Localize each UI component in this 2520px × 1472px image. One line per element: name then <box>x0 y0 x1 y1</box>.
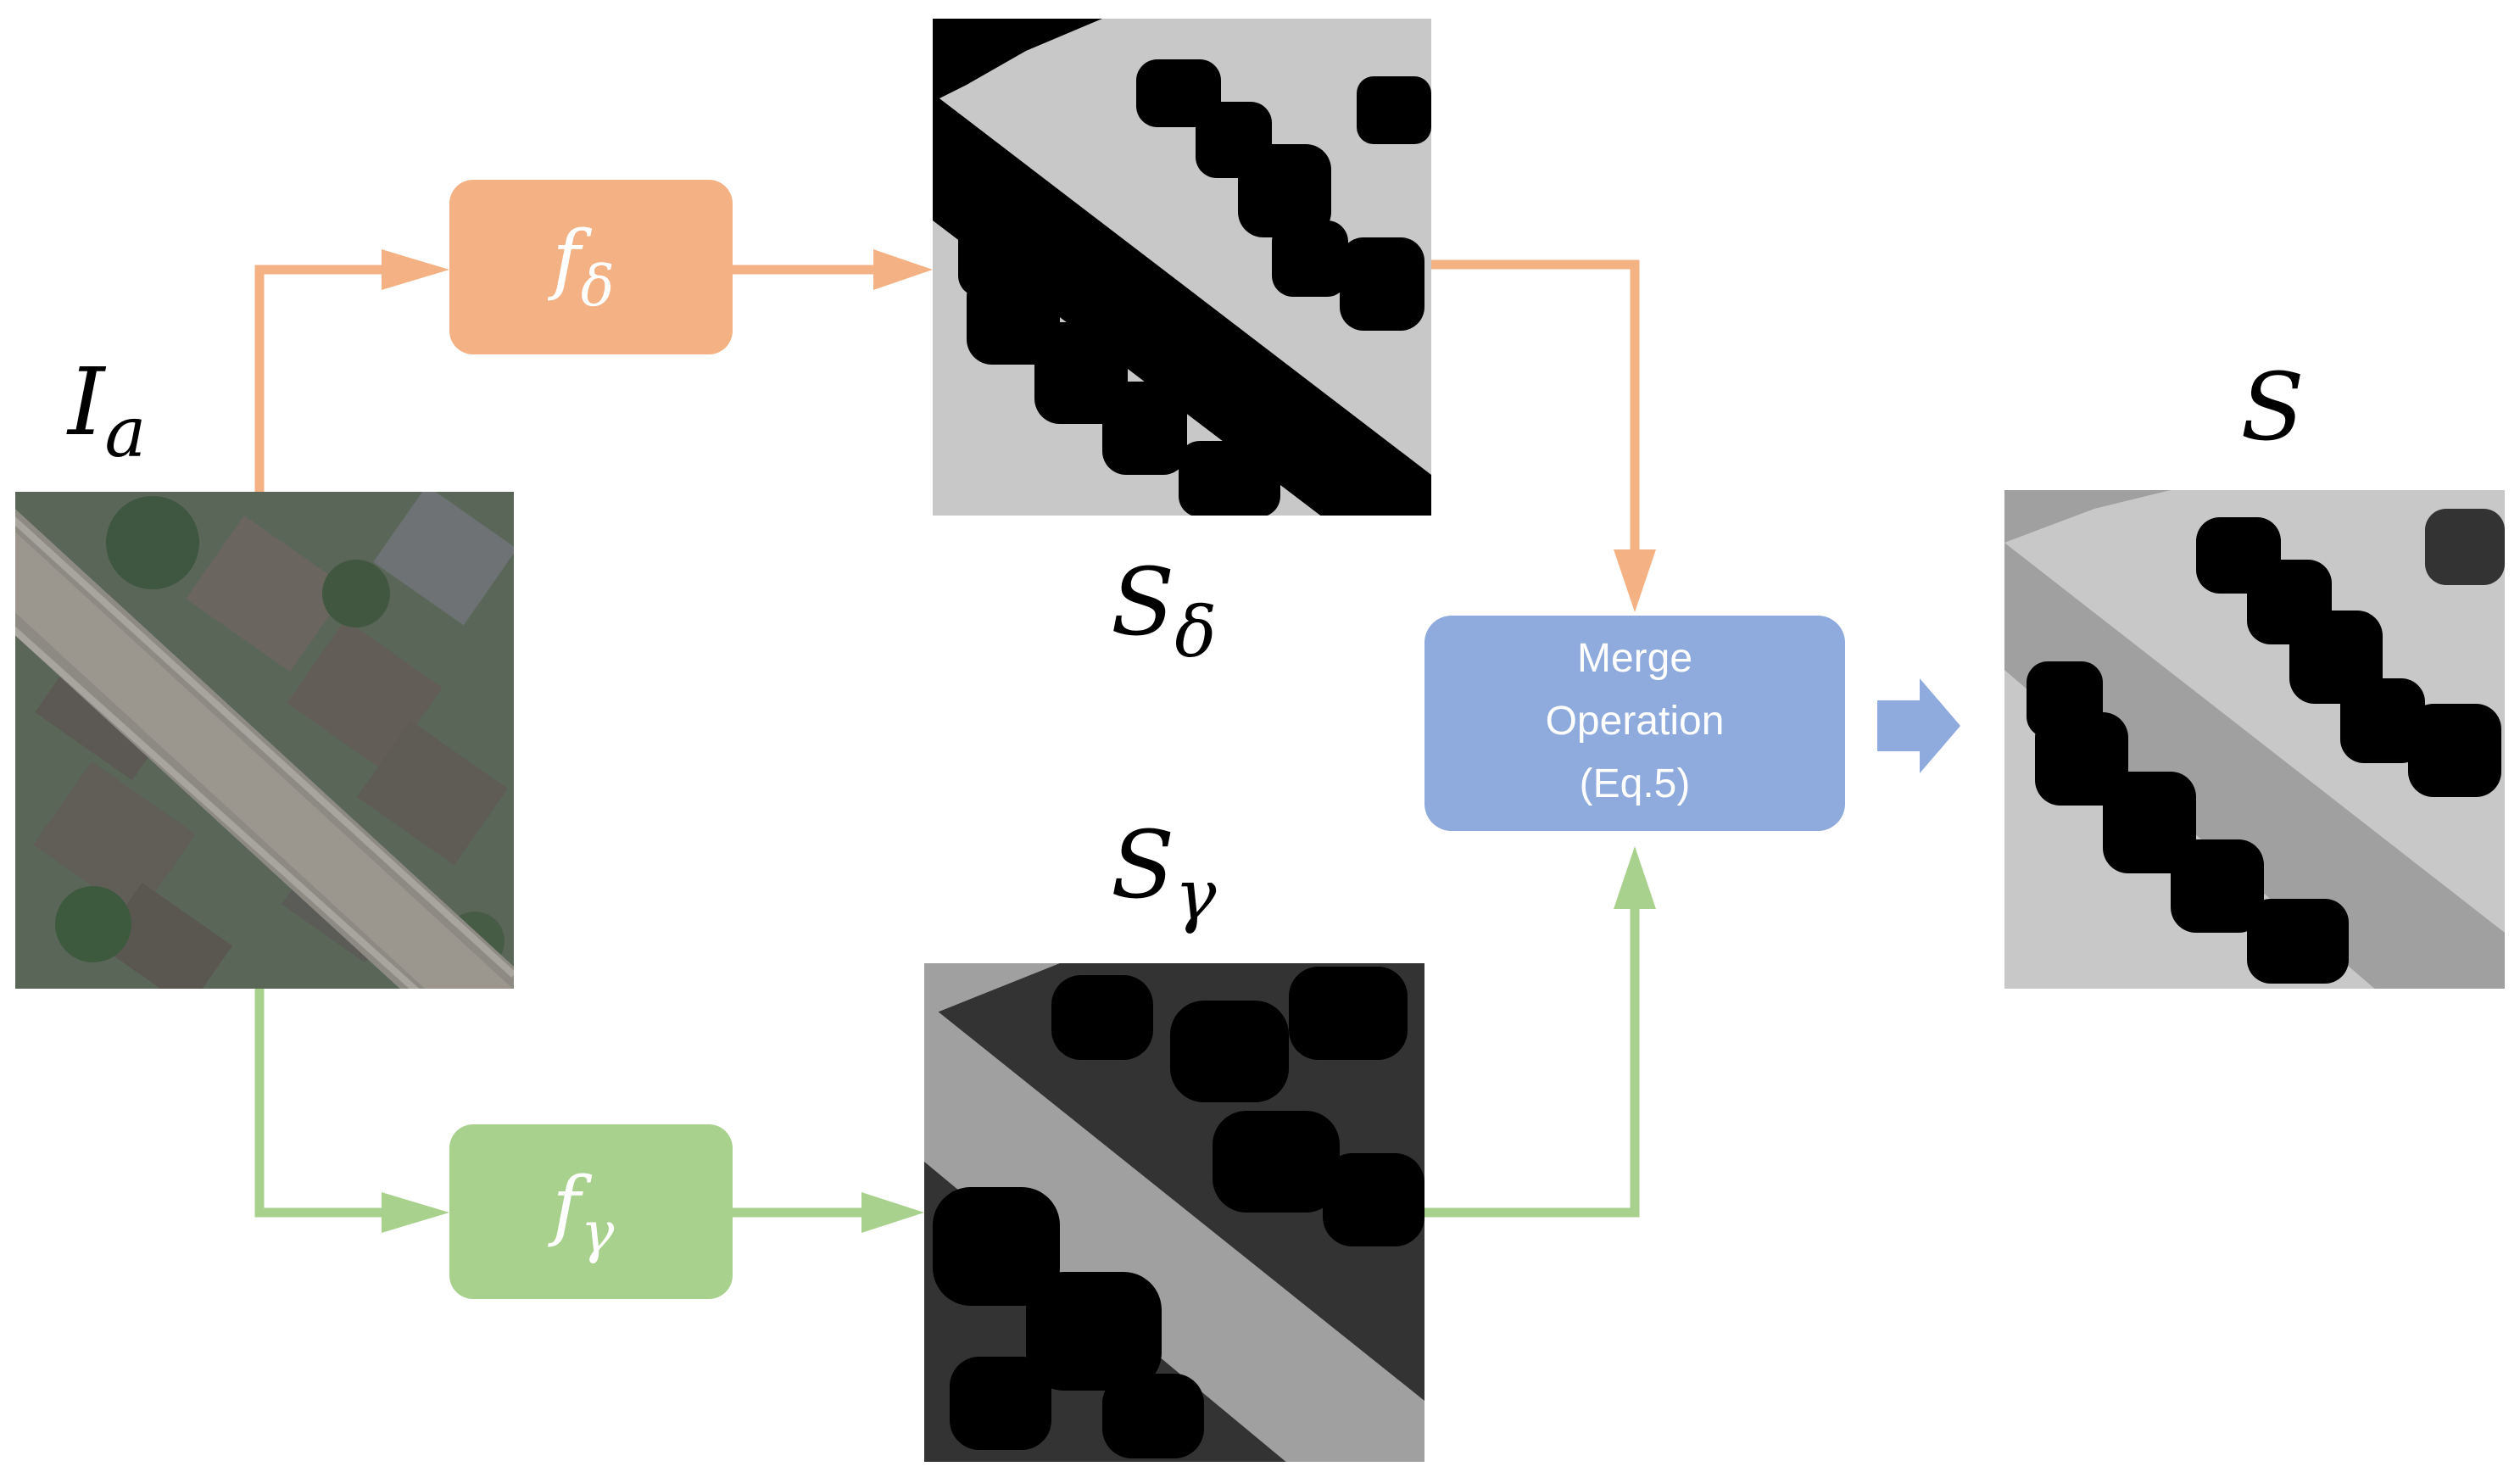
f-gamma-sub: γ <box>581 1200 615 1265</box>
input-label-sub: a <box>104 393 146 473</box>
input-label-main: I <box>66 348 107 456</box>
f-delta-sub: δ <box>581 254 615 319</box>
input-aerial-image <box>15 492 514 989</box>
s-delta-map <box>933 19 1431 516</box>
delta-branch-connectors <box>254 259 1640 551</box>
merge-label-line2: Operation <box>1546 699 1725 744</box>
output-arrow <box>1877 678 1960 773</box>
gamma-branch-connectors <box>254 906 1640 1218</box>
f-delta-box: fδ <box>449 180 733 354</box>
s-delta-label: Sδ <box>1111 548 1217 673</box>
merge-label-line3: (Eq.5) <box>1580 761 1691 806</box>
merge-operation-box: Merge Operation (Eq.5) <box>1424 616 1845 831</box>
delta-arrowheads <box>382 249 1656 612</box>
s-gamma-map <box>924 963 1424 1462</box>
svg-text:fδ: fδ <box>547 215 614 319</box>
gamma-arrowheads <box>382 846 1656 1233</box>
s-gamma-label-main: S <box>1111 811 1174 919</box>
output-label: S <box>2240 353 2304 461</box>
output-s-map <box>2004 490 2505 989</box>
s-gamma-label: Sγ <box>1111 811 1217 936</box>
input-label: Ia <box>66 348 146 473</box>
s-delta-label-sub: δ <box>1174 593 1216 673</box>
s-gamma-label-sub: γ <box>1174 856 1217 936</box>
s-delta-label-main: S <box>1111 548 1174 656</box>
merge-label-line1: Merge <box>1577 636 1692 681</box>
svg-text:fγ: fγ <box>548 1161 615 1265</box>
f-gamma-box: fγ <box>449 1124 733 1299</box>
